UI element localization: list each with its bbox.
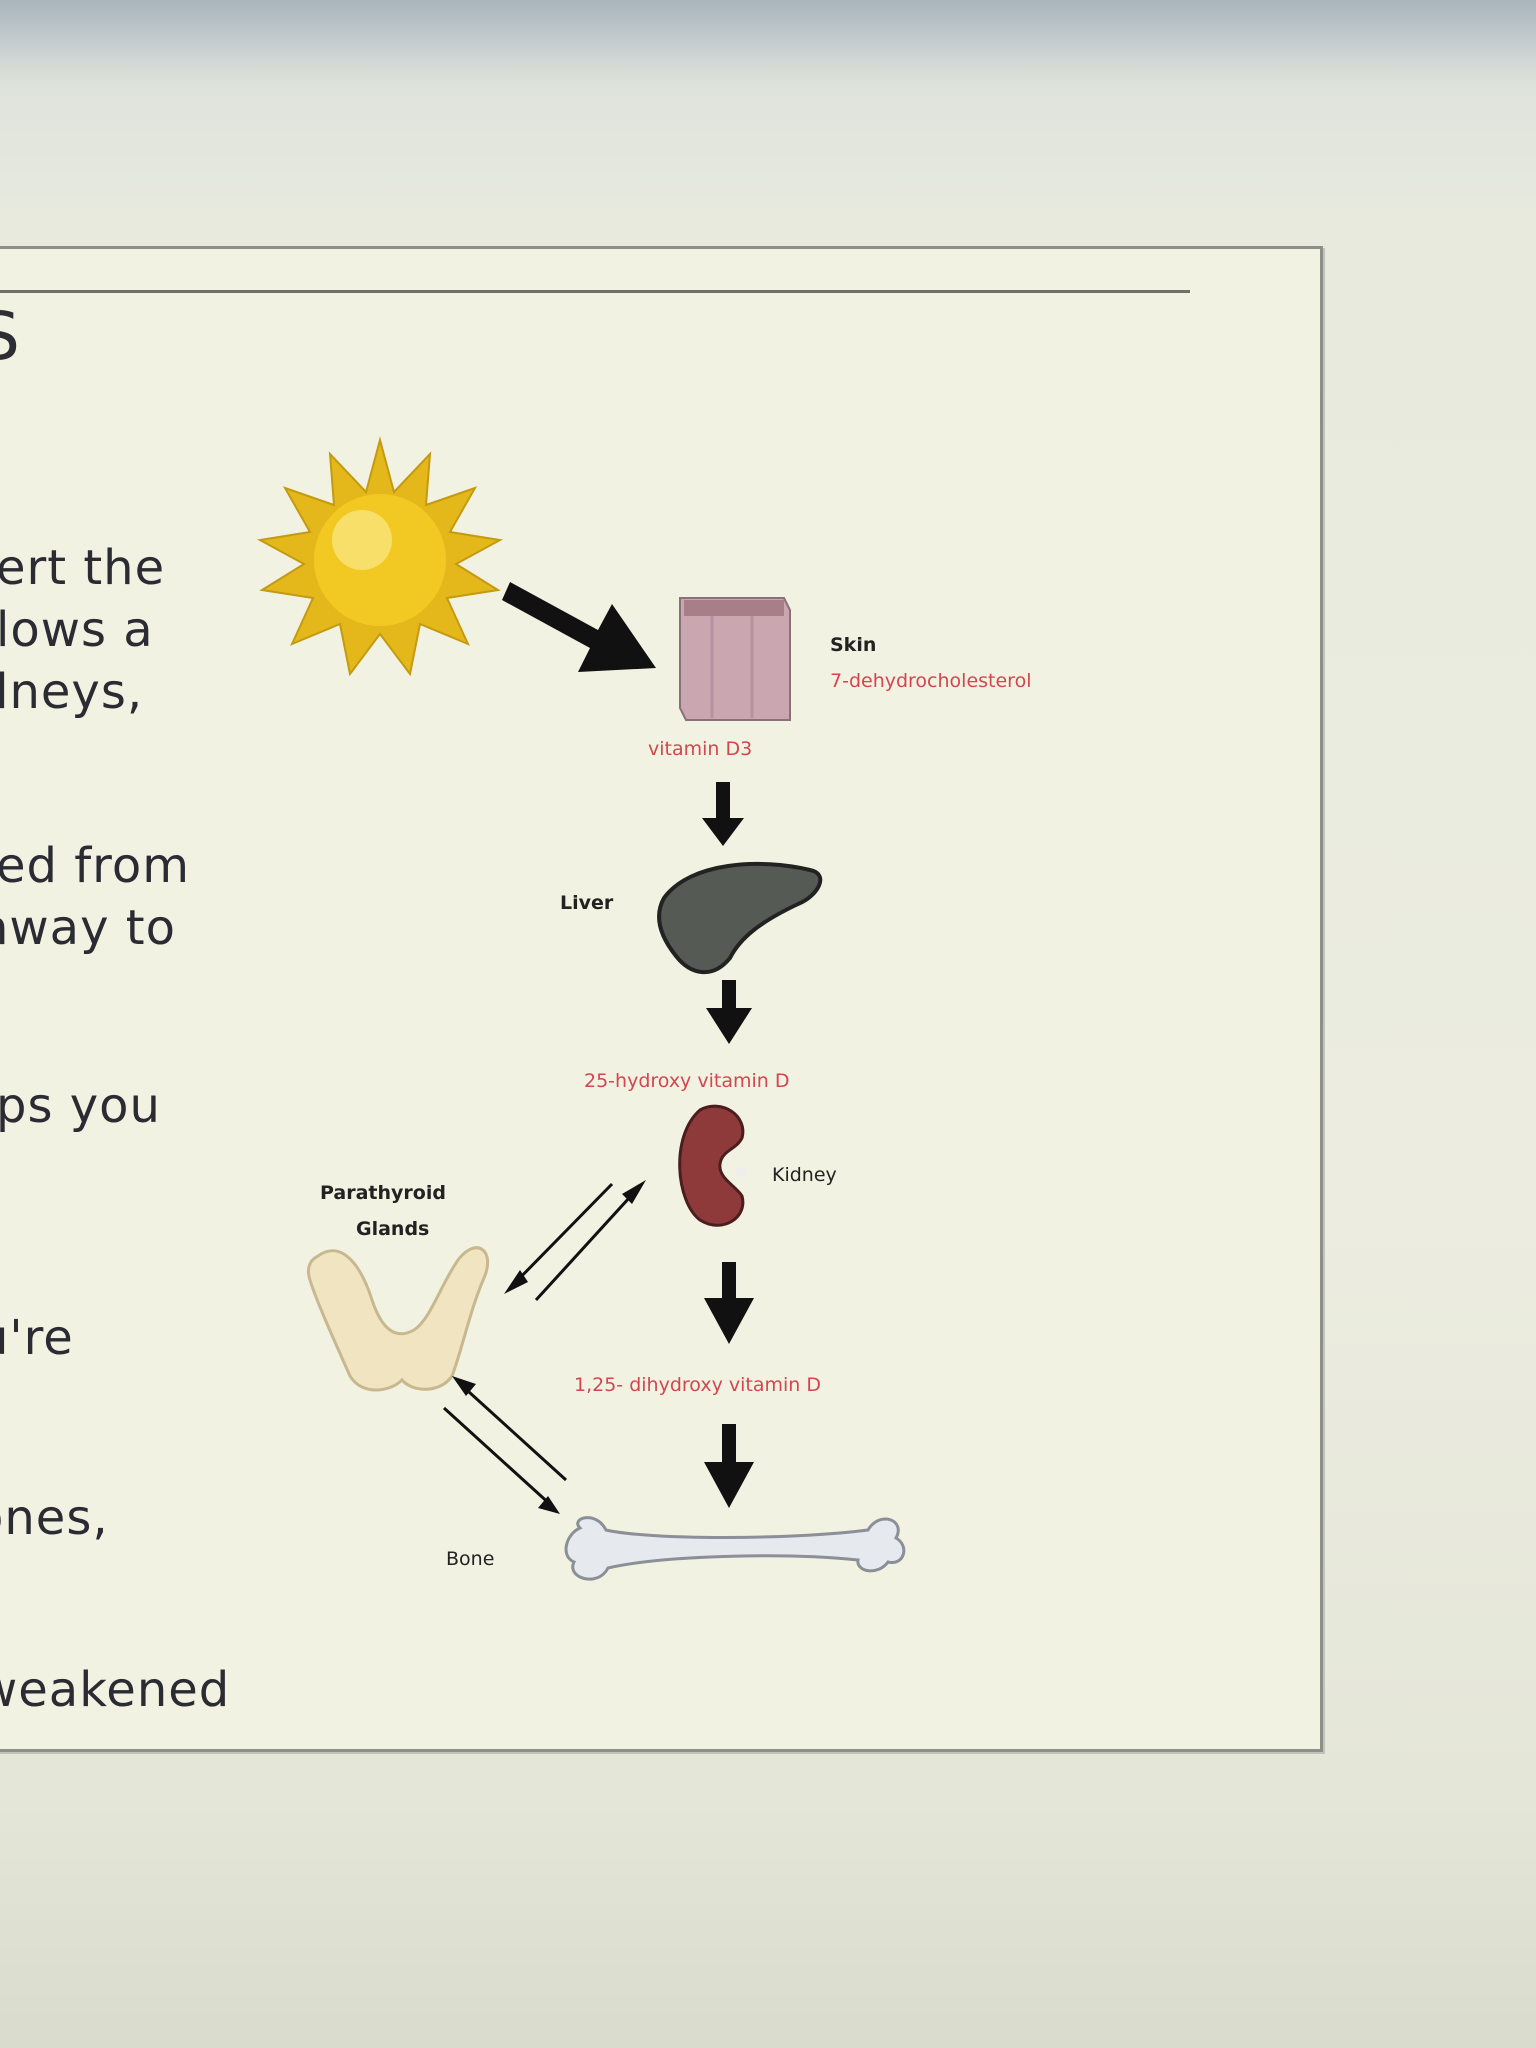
- skin-block-icon: [680, 598, 790, 720]
- vitamin-d3-label: vitamin D3: [648, 738, 752, 760]
- arrows-kidney-parathyroid: [504, 1180, 646, 1300]
- liver-label: Liver: [560, 892, 613, 914]
- parathyroid-label: Parathyroid: [320, 1182, 446, 1204]
- parathyroid-icon: [308, 1248, 487, 1390]
- 25-hydroxy-vitamin-d-label: 25-hydroxy vitamin D: [584, 1070, 789, 1092]
- arrow-1-25-to-bone: [704, 1424, 754, 1508]
- arrow-sun-to-skin: [502, 582, 656, 672]
- sun-icon: [260, 440, 500, 674]
- arrow-skin-to-liver: [702, 782, 744, 846]
- liver-icon: [659, 864, 820, 972]
- skin-compound-label: 7-dehydrocholesterol: [830, 670, 1031, 692]
- arrow-liver-to-25-hydroxy: [706, 980, 752, 1044]
- kidney-icon: [680, 1106, 746, 1225]
- bone-label: Bone: [446, 1548, 494, 1570]
- glands-label: Glands: [356, 1218, 429, 1240]
- 1-25-dihydroxy-vitamin-d-label: 1,25- dihydroxy vitamin D: [574, 1374, 821, 1396]
- arrows-parathyroid-bone: [444, 1376, 566, 1514]
- kidney-label: Kidney: [772, 1164, 837, 1186]
- arrow-kidney-to-1-25-dihydroxy: [704, 1262, 754, 1344]
- bone-icon: [566, 1518, 904, 1579]
- skin-label: Skin: [830, 634, 876, 656]
